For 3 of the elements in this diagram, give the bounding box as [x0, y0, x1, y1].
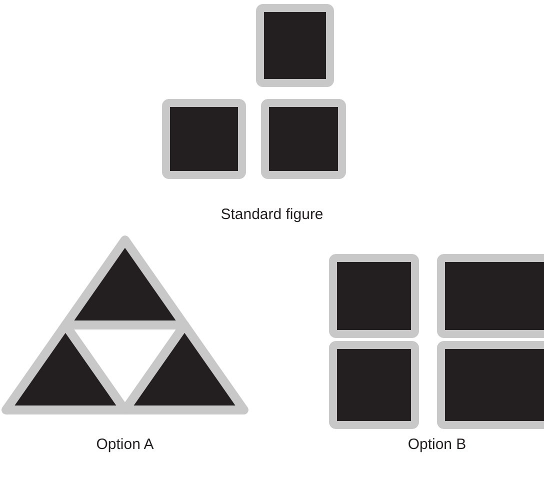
figure-caption: Option A: [96, 436, 154, 453]
figure-caption: Option B: [408, 436, 466, 453]
figure-caption: Standard figure: [220, 206, 324, 223]
